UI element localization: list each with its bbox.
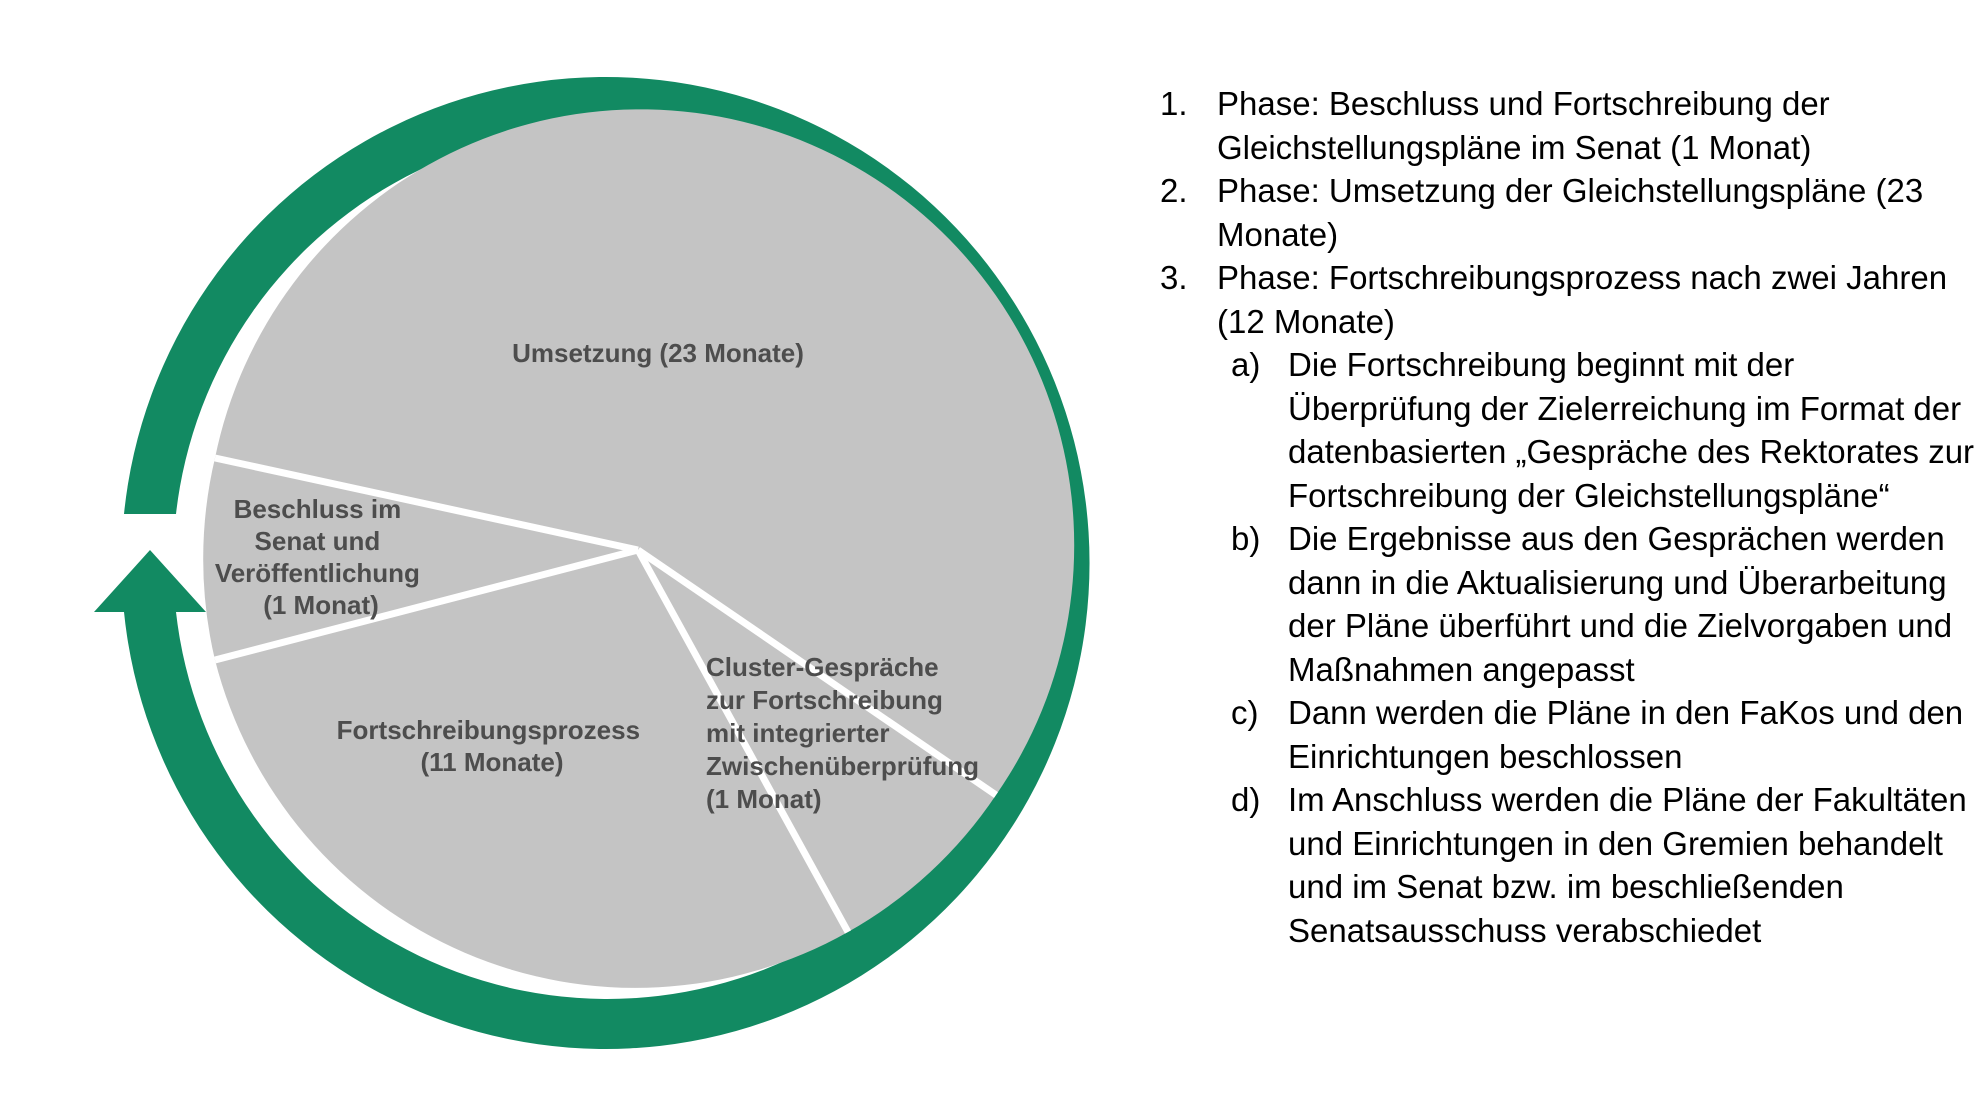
segment-fortschreibung	[215, 550, 848, 988]
label-line: (1 Monat)	[706, 784, 822, 814]
label-beschluss: Beschluss im Senat und Veröffentlichung …	[215, 494, 427, 620]
label-line: Fortschreibungsprozess	[337, 715, 640, 745]
step-letter: c)	[1231, 694, 1259, 731]
step-text: Die Fortschreibung beginnt mit der Überp…	[1288, 346, 1975, 514]
label-umsetzung: Umsetzung (23 Monate)	[512, 338, 804, 368]
label-line: Senat und	[255, 526, 381, 556]
step-item: c) Dann werden die Pläne in den FaKos un…	[1160, 691, 1980, 778]
phase-item: 2. Phase: Umsetzung der Gleichstellungsp…	[1160, 169, 1980, 256]
step-letter: a)	[1231, 346, 1261, 383]
label-line: Zwischenüberprüfung	[706, 751, 979, 781]
divider-lines	[214, 454, 998, 934]
segment-umsetzung	[215, 109, 1075, 795]
phase-item: 1. Phase: Beschluss und Fortschreibung d…	[1160, 82, 1980, 169]
label-line: zur Fortschreibung	[706, 685, 943, 715]
step-item: a) Die Fortschreibung beginnt mit der Üb…	[1160, 343, 1980, 517]
divider-line	[214, 546, 639, 664]
label-line: Cluster-Gespräche	[706, 652, 939, 682]
step-text: Im Anschluss werden die Pläne der Fakult…	[1288, 781, 1967, 949]
phase-number: 1.	[1160, 85, 1188, 122]
label-line: (1 Monat)	[263, 590, 379, 620]
label-line: Umsetzung (23 Monate)	[512, 338, 804, 368]
phase-number: 2.	[1160, 172, 1188, 209]
phase-text: Phase: Umsetzung der Gleichstellungsplän…	[1217, 172, 1924, 253]
step-item: d) Im Anschluss werden die Pläne der Fak…	[1160, 778, 1980, 952]
step-text: Die Ergebnisse aus den Gesprächen werden…	[1288, 520, 1953, 688]
phase-item: 3. Phase: Fortschreibungsprozess nach zw…	[1160, 256, 1980, 343]
step-letter: d)	[1231, 781, 1261, 818]
step-letter: b)	[1231, 520, 1261, 557]
divider-line	[636, 547, 998, 798]
label-fortschreibung: Fortschreibungsprozess (11 Monate)	[337, 715, 648, 777]
step-item: b) Die Ergebnisse aus den Gesprächen wer…	[1160, 517, 1980, 691]
segment-cluster	[638, 550, 996, 932]
divider-line	[634, 548, 852, 934]
label-line: (11 Monate)	[420, 747, 563, 777]
label-line: mit integrierter	[706, 718, 890, 748]
label-line: Veröffentlichung	[215, 558, 420, 588]
phase-text: Phase: Fortschreibungsprozess nach zwei …	[1217, 259, 1948, 340]
phase-text: Phase: Beschluss und Fortschreibung der …	[1217, 85, 1830, 166]
label-cluster: Cluster-Gespräche zur Fortschreibung mit…	[706, 652, 986, 814]
phase-list: 1. Phase: Beschluss und Fortschreibung d…	[1160, 82, 1980, 952]
divider-line	[214, 454, 639, 554]
label-line: Beschluss im	[234, 494, 402, 524]
phase-number: 3.	[1160, 259, 1188, 296]
step-text: Dann werden die Pläne in den FaKos und d…	[1288, 694, 1964, 775]
segment-beschluss	[203, 458, 639, 660]
